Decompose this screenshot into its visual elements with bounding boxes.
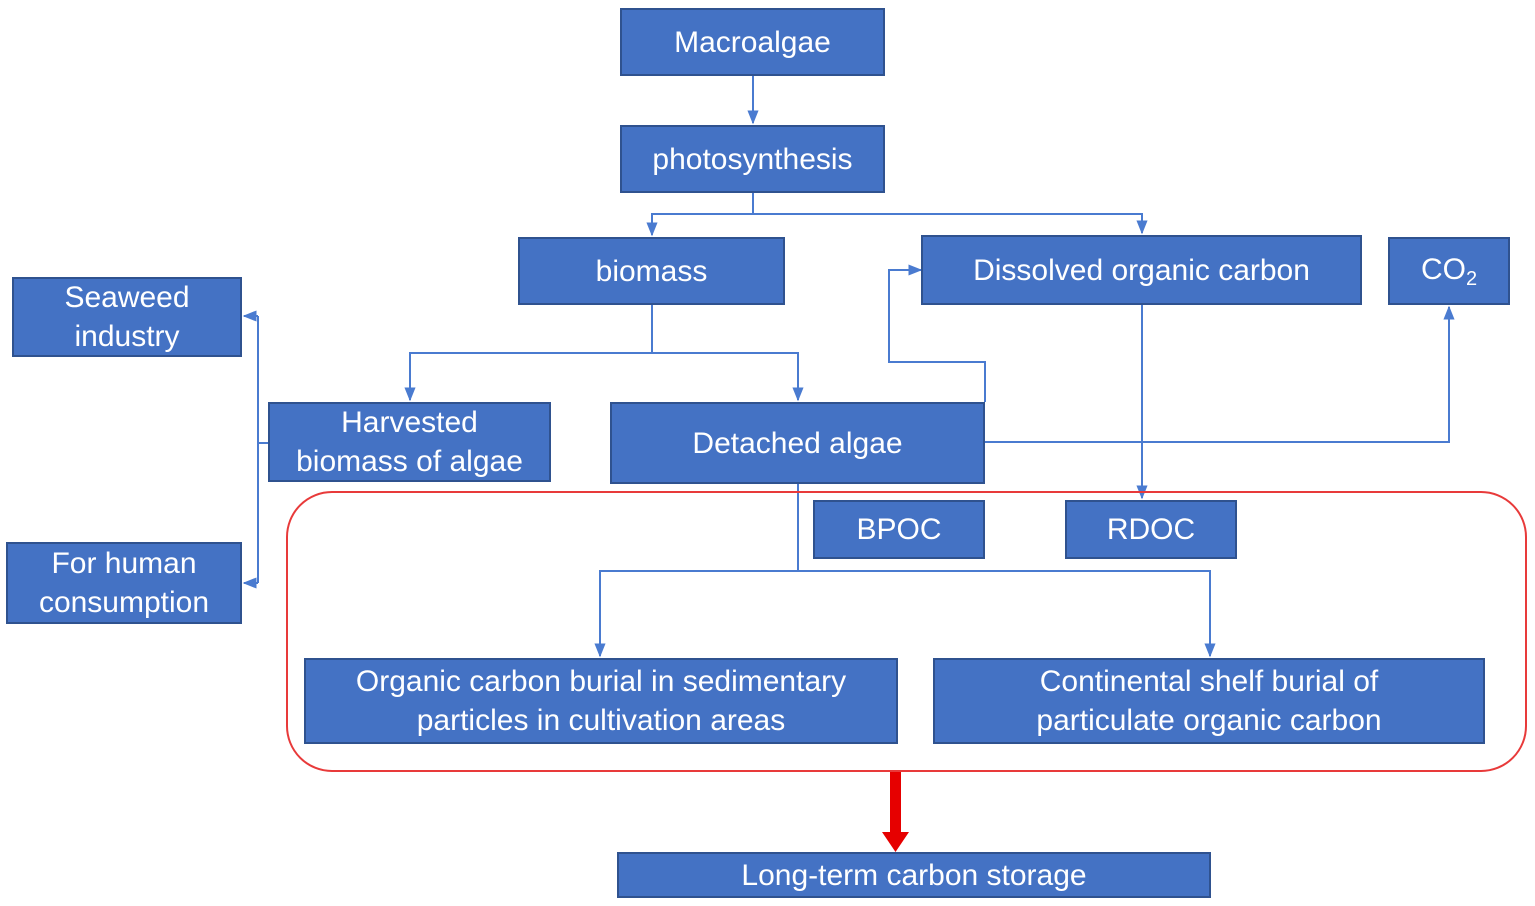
- rdoc-label: RDOC: [1106, 513, 1196, 546]
- human-consumption-box: For human consumption: [6, 542, 242, 624]
- seaweed-industry-box: Seaweed industry: [12, 277, 242, 357]
- shelf-burial-label: Continental shelf burial of particulate …: [1036, 662, 1381, 740]
- carbon-storage-label: Long-term carbon storage: [741, 858, 1087, 892]
- biomass-label: biomass: [595, 254, 708, 288]
- arrow-to-detached: [652, 352, 804, 402]
- arrow-to-sediment: [594, 570, 798, 658]
- macroalgae-label: Macroalgae: [674, 25, 831, 59]
- detached-algae-box: Detached algae: [610, 402, 985, 484]
- sediment-burial-line-2: particles in cultivation areas: [416, 704, 786, 737]
- storage-arrow-head: [882, 832, 909, 852]
- arrow-detached-to-co2: [985, 305, 1455, 443]
- doc-label: Dissolved organic carbon: [973, 253, 1310, 287]
- sediment-burial-label: Organic carbon burial in sedimentary par…: [356, 662, 846, 740]
- photosynthesis-box: photosynthesis: [620, 125, 885, 193]
- seaweed-industry-label: Seaweed industry: [64, 278, 189, 356]
- harvested-biomass-label: Harvested biomass of algae: [296, 403, 523, 481]
- shelf-burial-line-1: Continental shelf burial of: [1039, 665, 1379, 698]
- shelf-burial-line-2: particulate organic carbon: [1036, 704, 1382, 737]
- co2-label-base: CO: [1420, 253, 1466, 286]
- human-consumption-line-1: For human: [51, 547, 197, 580]
- arrow-to-doc: [753, 213, 1148, 235]
- sediment-burial-box: Organic carbon burial in sedimentary par…: [304, 658, 898, 744]
- human-consumption-line-2: consumption: [38, 586, 210, 619]
- arrow-to-biomass: [646, 213, 753, 237]
- co2-label-subscript: 2: [1465, 268, 1478, 290]
- seaweed-industry-line-2: industry: [74, 320, 180, 353]
- human-consumption-label: For human consumption: [39, 544, 209, 622]
- photosynthesis-label: photosynthesis: [652, 142, 853, 176]
- doc-box: Dissolved organic carbon: [921, 235, 1362, 305]
- carbon-storage-box: Long-term carbon storage: [617, 852, 1211, 898]
- rdoc-box: RDOC: [1065, 500, 1237, 559]
- co2-label: CO2: [1421, 250, 1477, 292]
- arrow-to-shelf: [798, 570, 1216, 658]
- seaweed-industry-line-1: Seaweed: [64, 281, 190, 314]
- arrow-to-harvested: [404, 352, 652, 402]
- sediment-burial-line-1: Organic carbon burial in sedimentary: [355, 665, 847, 698]
- co2-box: CO2: [1388, 237, 1510, 305]
- biomass-box: biomass: [518, 237, 785, 305]
- harvested-biomass-line-1: Harvested: [341, 406, 478, 439]
- shelf-burial-box: Continental shelf burial of particulate …: [933, 658, 1485, 744]
- storage-arrow-shaft: [890, 772, 901, 834]
- burial-region-outline: [286, 491, 1527, 772]
- harvested-biomass-box: Harvested biomass of algae: [268, 402, 551, 482]
- bpoc-box: BPOC: [813, 500, 985, 559]
- arrow-detached-to-doc: [888, 264, 986, 402]
- macroalgae-box: Macroalgae: [620, 8, 885, 76]
- bpoc-label: BPOC: [856, 513, 942, 546]
- harvested-biomass-line-2: biomass of algae: [296, 445, 523, 478]
- detached-algae-label: Detached algae: [692, 426, 903, 460]
